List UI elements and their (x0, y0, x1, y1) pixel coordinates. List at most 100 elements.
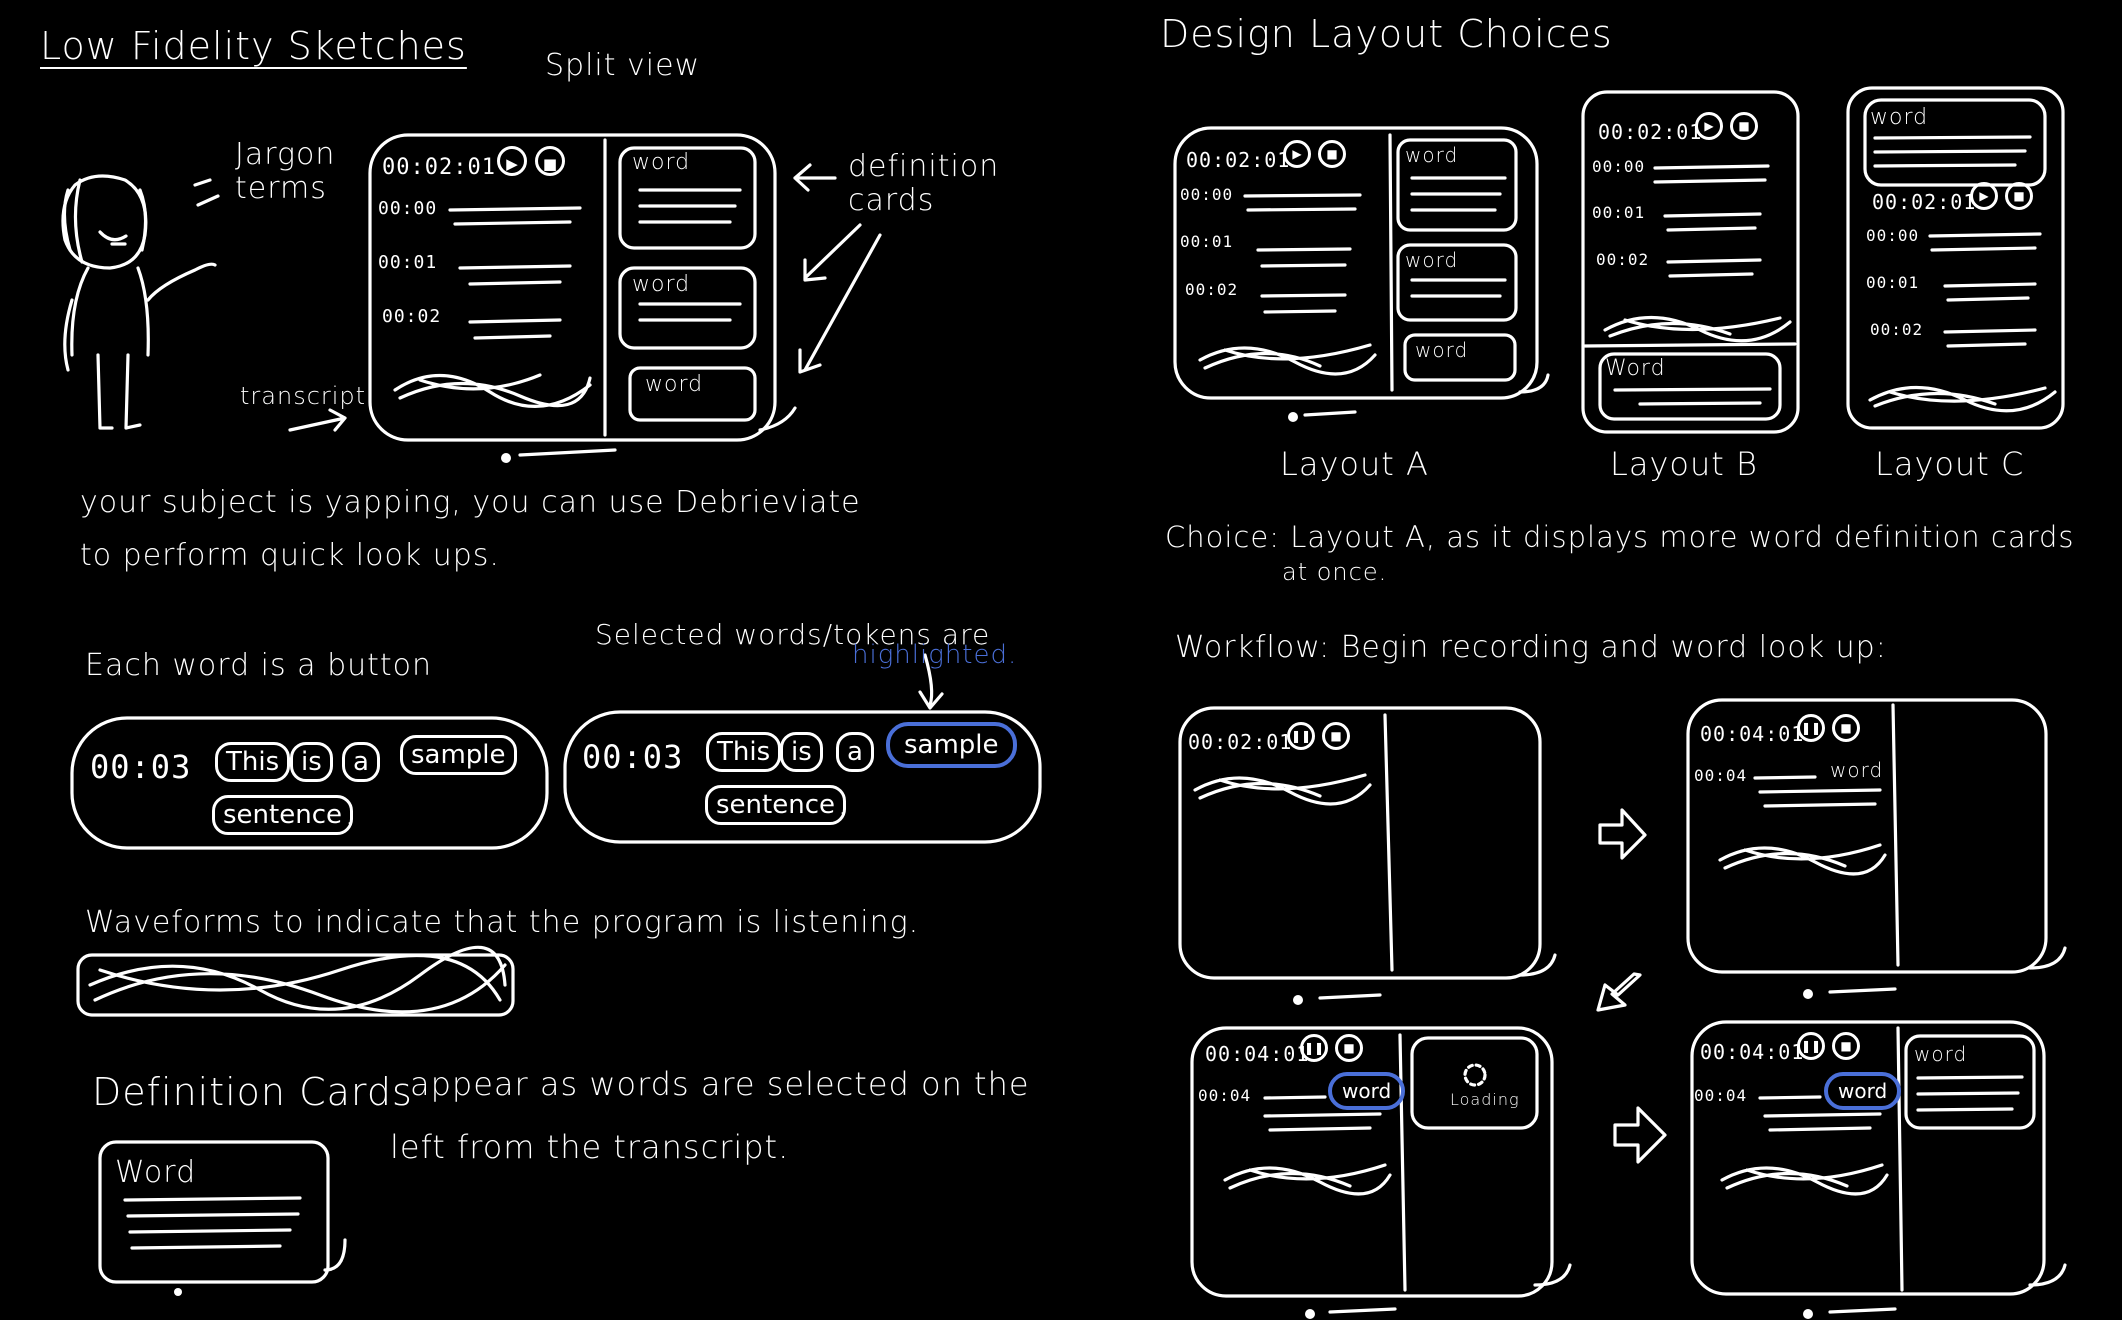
pause-icon: ❚❚ (1287, 722, 1315, 750)
token-button-sample-highlighted[interactable]: sample (886, 722, 1017, 768)
stick-figure-icon (61, 174, 220, 430)
token-button-this-2[interactable]: This (706, 732, 782, 772)
workflow-1-timer: 00:02:01 (1188, 730, 1293, 754)
selected-heading: Selected words/tokens are (595, 618, 991, 651)
layout-b-timestamp-0: 00:00 (1592, 157, 1646, 176)
workflow-4-highlighted-word[interactable]: word (1824, 1072, 1902, 1110)
token-button-sample-1[interactable]: sample (400, 735, 517, 775)
stop-icon: ■ (1832, 714, 1860, 742)
workflow-3-timer: 00:04:01 (1205, 1042, 1310, 1066)
workflow-4-card-word: word (1914, 1042, 1968, 1066)
token-button-a-1[interactable]: a (342, 742, 380, 782)
workflow-step-3-sketch (1190, 1026, 1572, 1319)
layout-c-timer: 00:02:01 (1872, 190, 1977, 214)
main-split-view-sketch (368, 133, 797, 463)
workflow-3-highlighted-word[interactable]: word (1328, 1072, 1406, 1110)
left-title: Low Fidelity Sketches (40, 24, 467, 68)
workflow-step-1-sketch (1178, 706, 1557, 1005)
definition-heading: Definition Cards (92, 1070, 413, 1114)
token-button-is-2[interactable]: is (780, 732, 823, 772)
token-button-is-1[interactable]: is (290, 742, 333, 782)
definition-desc-line-2: left from the transcript. (390, 1128, 790, 1166)
workflow-4-timer: 00:04:01 (1700, 1040, 1805, 1064)
play-icon: ▶ (1970, 182, 1998, 210)
layout-a-timer: 00:02:01 (1186, 148, 1291, 172)
stop-icon: ■ (1335, 1034, 1363, 1062)
token-time-1: 00:03 (90, 748, 192, 786)
token-button-sentence-2[interactable]: sentence (705, 785, 846, 825)
stop-icon: ■ (2005, 182, 2033, 210)
token-button-sentence-1[interactable]: sentence (212, 795, 353, 835)
definition-card-word: Word (115, 1155, 197, 1190)
layout-b-card-0: Word (1605, 356, 1666, 381)
token-time-2: 00:03 (582, 738, 684, 776)
layout-b-timestamp-2: 00:02 (1596, 250, 1650, 269)
layout-a-card-2: word (1415, 338, 1469, 362)
definition-cards-label: definition cards (848, 149, 1000, 218)
pause-icon: ❚❚ (1797, 1032, 1825, 1060)
layout-b-timer: 00:02:01 (1598, 120, 1703, 144)
stop-icon: ■ (1322, 722, 1350, 750)
arrow-down-left-icon (1596, 972, 1642, 1012)
layout-c-timestamp-1: 00:01 (1866, 273, 1920, 292)
description-line-1: your subject is yapping, you can use Deb… (80, 485, 861, 520)
workflow-step-2-sketch (1686, 698, 2067, 999)
arrow-right-icon (1598, 808, 1647, 860)
play-icon: ▶ (1283, 140, 1311, 168)
stop-icon: ■ (535, 146, 565, 176)
layout-b-timestamp-1: 00:01 (1592, 203, 1646, 222)
layout-c-sketch (1846, 86, 2065, 430)
stop-icon: ■ (1730, 112, 1758, 140)
layout-c-card-0: word (1870, 105, 1929, 130)
description-line-2: to perform quick look ups. (80, 538, 500, 573)
waveform-heading: Waveforms to indicate that the program i… (85, 905, 920, 940)
layout-c-label: Layout C (1875, 445, 2025, 483)
definition-card-sketch (98, 1140, 347, 1296)
arrow-right-icon (1613, 1106, 1667, 1164)
jargon-terms-label: Jargon terms (235, 137, 336, 206)
main-card-word-1: word (632, 272, 691, 297)
token-period-1: . (345, 798, 355, 831)
layout-a-label: Layout A (1280, 445, 1429, 483)
stop-icon: ■ (1832, 1032, 1860, 1060)
pause-icon: ❚❚ (1300, 1034, 1328, 1062)
main-timestamp-2: 00:02 (382, 306, 442, 327)
main-card-word-2: word (645, 372, 704, 397)
pause-icon: ❚❚ (1797, 714, 1825, 742)
layout-a-card-1: word (1405, 248, 1459, 272)
layout-b-label: Layout B (1610, 445, 1758, 483)
workflow-3-loading-text: Loading (1450, 1090, 1520, 1109)
token-period-2: . (838, 788, 848, 821)
workflow-2-word: word (1830, 758, 1884, 782)
token-sketch-2 (563, 653, 1042, 844)
main-card-word-0: word (632, 150, 691, 175)
workflow-4-timestamp: 00:04 (1694, 1086, 1748, 1105)
highlighted-label: highlighted. (852, 640, 1018, 670)
choice-line-2: at once. (1282, 558, 1388, 586)
layout-c-timestamp-2: 00:02 (1870, 320, 1924, 339)
main-timer: 00:02:01 (382, 155, 496, 180)
workflow-label: Workflow: Begin recording and word look … (1175, 630, 1887, 665)
button-heading: Each word is a button (85, 648, 433, 683)
layout-a-card-0: word (1405, 143, 1459, 167)
workflow-step-4-sketch (1690, 1020, 2067, 1319)
layout-b-sketch (1581, 90, 1800, 434)
definition-desc-line-1: appear as words are selected on the (410, 1065, 1030, 1103)
transcript-label: transcript (240, 382, 367, 410)
layout-a-timestamp-0: 00:00 (1180, 185, 1234, 204)
layout-a-sketch (1173, 126, 1550, 422)
layout-a-timestamp-2: 00:02 (1185, 280, 1239, 299)
stop-icon: ■ (1318, 140, 1346, 168)
play-icon: ▶ (497, 146, 527, 176)
workflow-2-timer: 00:04:01 (1700, 722, 1805, 746)
loading-spinner-icon (1463, 1063, 1487, 1087)
workflow-2-timestamp: 00:04 (1694, 766, 1748, 785)
play-icon: ▶ (1695, 112, 1723, 140)
main-timestamp-0: 00:00 (378, 198, 438, 219)
layout-a-timestamp-1: 00:01 (1180, 232, 1234, 251)
token-button-a-2[interactable]: a (836, 732, 874, 772)
token-sketch-1 (70, 716, 549, 850)
token-button-this-1[interactable]: This (215, 742, 291, 782)
